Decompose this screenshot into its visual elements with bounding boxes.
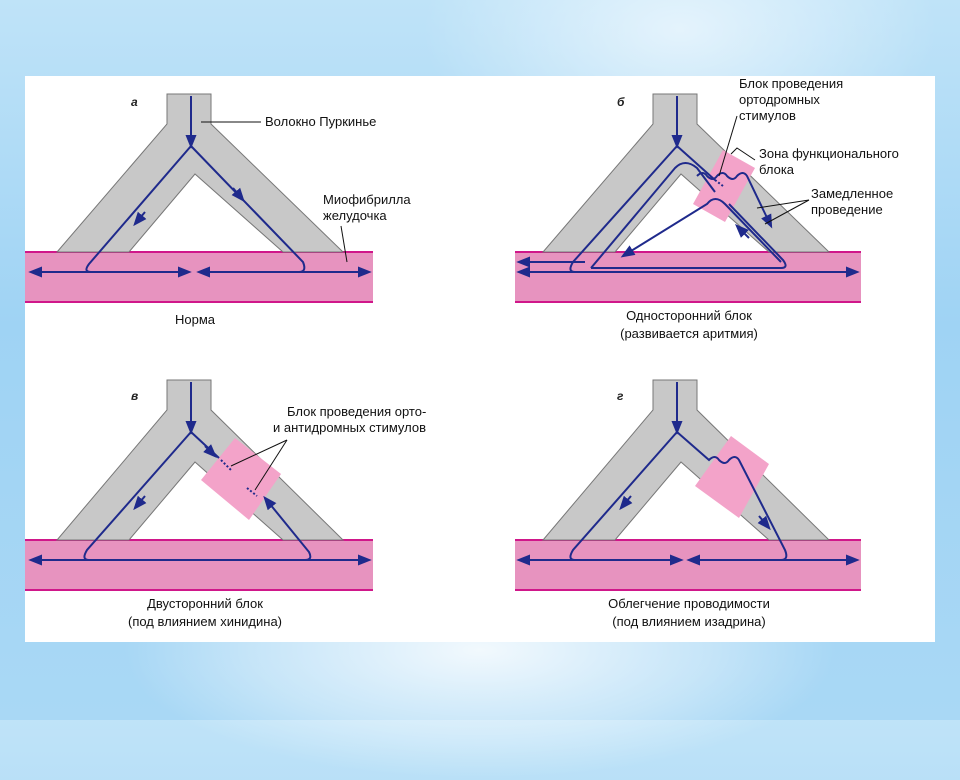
myofibril-band xyxy=(515,252,861,302)
path-slow-conduction xyxy=(696,172,773,229)
path-right-up xyxy=(735,224,750,239)
path-left-arrow xyxy=(619,495,633,511)
panel-d: г Облегчение проводимости (под влиянием … xyxy=(515,379,861,629)
path-left-arrow xyxy=(133,495,147,511)
panel-b: б Блок проведения ортодромных стимулов З… xyxy=(515,76,899,341)
leader-slow-1 xyxy=(756,199,810,209)
label-block-3: стимулов xyxy=(739,108,796,123)
label-myofibril: Миофибрилла xyxy=(323,192,411,207)
panel-d-tag: г xyxy=(617,389,624,403)
path-right-arrow xyxy=(231,187,245,203)
myofibril-band xyxy=(515,540,861,590)
purkinje-fiber xyxy=(541,379,831,541)
label-slow-1: Замедленное xyxy=(811,186,893,201)
myofibril-band xyxy=(25,540,373,590)
path-left-arrow xyxy=(133,211,147,227)
panel-a-caption: Норма xyxy=(175,312,216,327)
path-right-arrow xyxy=(757,515,771,531)
diagram-canvas: а Волокно Пуркинье Миофибрилла желудочка… xyxy=(25,76,899,629)
block-marker xyxy=(714,179,724,187)
leader-slow-2 xyxy=(764,199,810,225)
path-right-inner-return xyxy=(620,198,782,263)
label-purkinje: Волокно Пуркинье xyxy=(265,114,376,129)
panel-c: в Блок проведения орто- и антидромных ст… xyxy=(25,379,426,629)
panel-d-caption-1: Облегчение проводимости xyxy=(608,596,770,611)
functional-block-zone xyxy=(693,150,755,222)
label-block-c-1: Блок проведения орто- xyxy=(287,404,426,419)
path-right-outer xyxy=(590,162,787,269)
panel-c-caption-2: (под влиянием хинидина) xyxy=(128,614,282,629)
purkinje-fiber xyxy=(55,93,345,253)
label-zone-2: блока xyxy=(759,162,795,177)
bidirectional-block-zone xyxy=(201,438,281,520)
myofibril-band xyxy=(25,252,373,302)
facilitation-zone xyxy=(695,436,769,518)
path-entry-arrow xyxy=(203,444,217,458)
panel-a: а Волокно Пуркинье Миофибрилла желудочка… xyxy=(25,93,411,327)
panel-b-caption-1: Односторонний блок xyxy=(626,308,752,323)
label-zone-1: Зона функционального xyxy=(759,146,899,161)
panel-b-tag: б xyxy=(617,95,625,109)
path-left-branch xyxy=(83,431,312,561)
panel-c-tag: в xyxy=(131,389,138,403)
panel-a-tag: а xyxy=(131,95,138,109)
label-block-1: Блок проведения xyxy=(739,76,843,91)
label-ventricle: желудочка xyxy=(323,208,387,223)
panel-b-caption-2: (развивается аритмия) xyxy=(620,326,758,341)
leader-myofibril xyxy=(340,225,348,263)
leader-block-c-2 xyxy=(254,439,288,491)
bracket-zone xyxy=(730,147,756,161)
label-slow-2: проведение xyxy=(811,202,883,217)
path-right-branch xyxy=(676,431,788,566)
label-block-2: ортодромных xyxy=(739,92,820,107)
panel-d-caption-2: (под влиянием изадрина) xyxy=(612,614,766,629)
panel-c-caption-1: Двусторонний блок xyxy=(147,596,263,611)
diagram-card: а Волокно Пуркинье Миофибрилла желудочка… xyxy=(25,76,935,642)
leader-block xyxy=(718,115,738,177)
label-block-c-2: и антидромных стимулов xyxy=(273,420,426,435)
leader-block-c-1 xyxy=(230,439,288,467)
path-right-branch-blocked xyxy=(676,145,716,181)
